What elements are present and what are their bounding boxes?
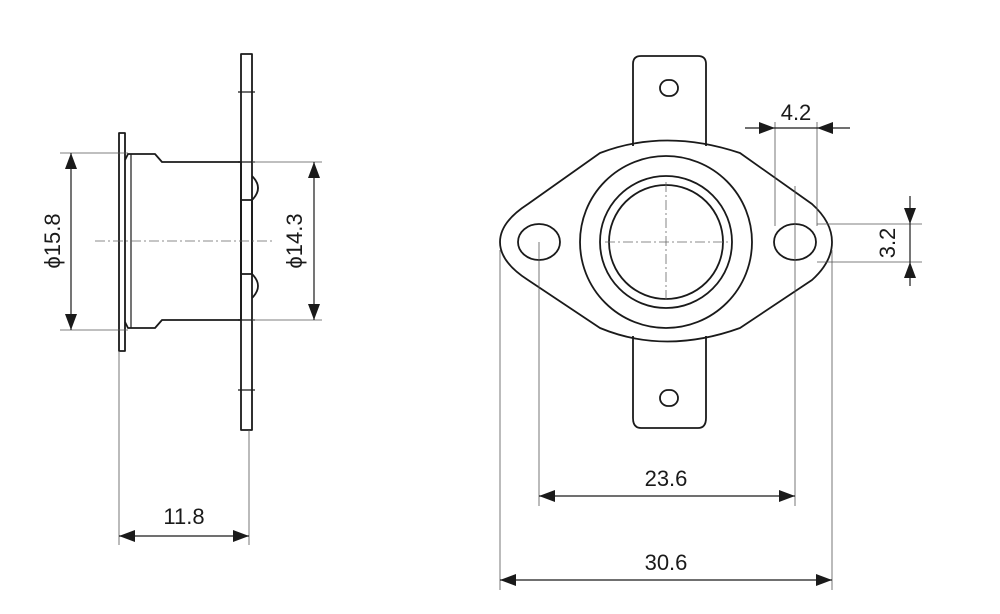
top-tab-hole <box>659 79 679 97</box>
dim-text-11-8: 11.8 <box>163 504 204 529</box>
dim-overall-width-30-6: 30.6 <box>500 550 832 586</box>
dim-hole-spacing-23-6: 23.6 <box>539 466 795 502</box>
side-view <box>60 53 322 545</box>
side-front-flange <box>118 132 126 352</box>
dim-text-phi-14-3: ϕ14.3 <box>282 213 307 268</box>
dim-hole-height-3-2: 3.2 <box>875 196 916 286</box>
front-view <box>499 55 922 590</box>
dim-text-phi-15-8: ϕ15.8 <box>40 213 65 268</box>
side-rear-bump-lower <box>251 273 259 299</box>
dim-text-3-2: 3.2 <box>875 228 900 259</box>
dim-depth-11-8: 11.8 <box>119 504 249 542</box>
side-rear-bump-upper <box>251 175 259 201</box>
side-mounting-plate <box>240 53 253 431</box>
dim-text-23-6: 23.6 <box>645 466 688 491</box>
dim-phi-14-3: ϕ14.3 <box>282 162 320 320</box>
dim-hole-diameter-4-2: 4.2 <box>745 100 850 134</box>
outer-ring <box>579 155 753 329</box>
bottom-terminal-tab <box>632 336 707 429</box>
dim-phi-15-8: ϕ15.8 <box>40 153 77 330</box>
side-rear-boss <box>240 199 253 275</box>
dim-text-4-2: 4.2 <box>781 100 812 125</box>
top-terminal-tab <box>632 55 707 146</box>
middle-ring <box>599 175 733 309</box>
mounting-flange <box>499 139 833 343</box>
dim-text-30-6: 30.6 <box>645 550 688 575</box>
bottom-tab-hole <box>659 389 679 407</box>
